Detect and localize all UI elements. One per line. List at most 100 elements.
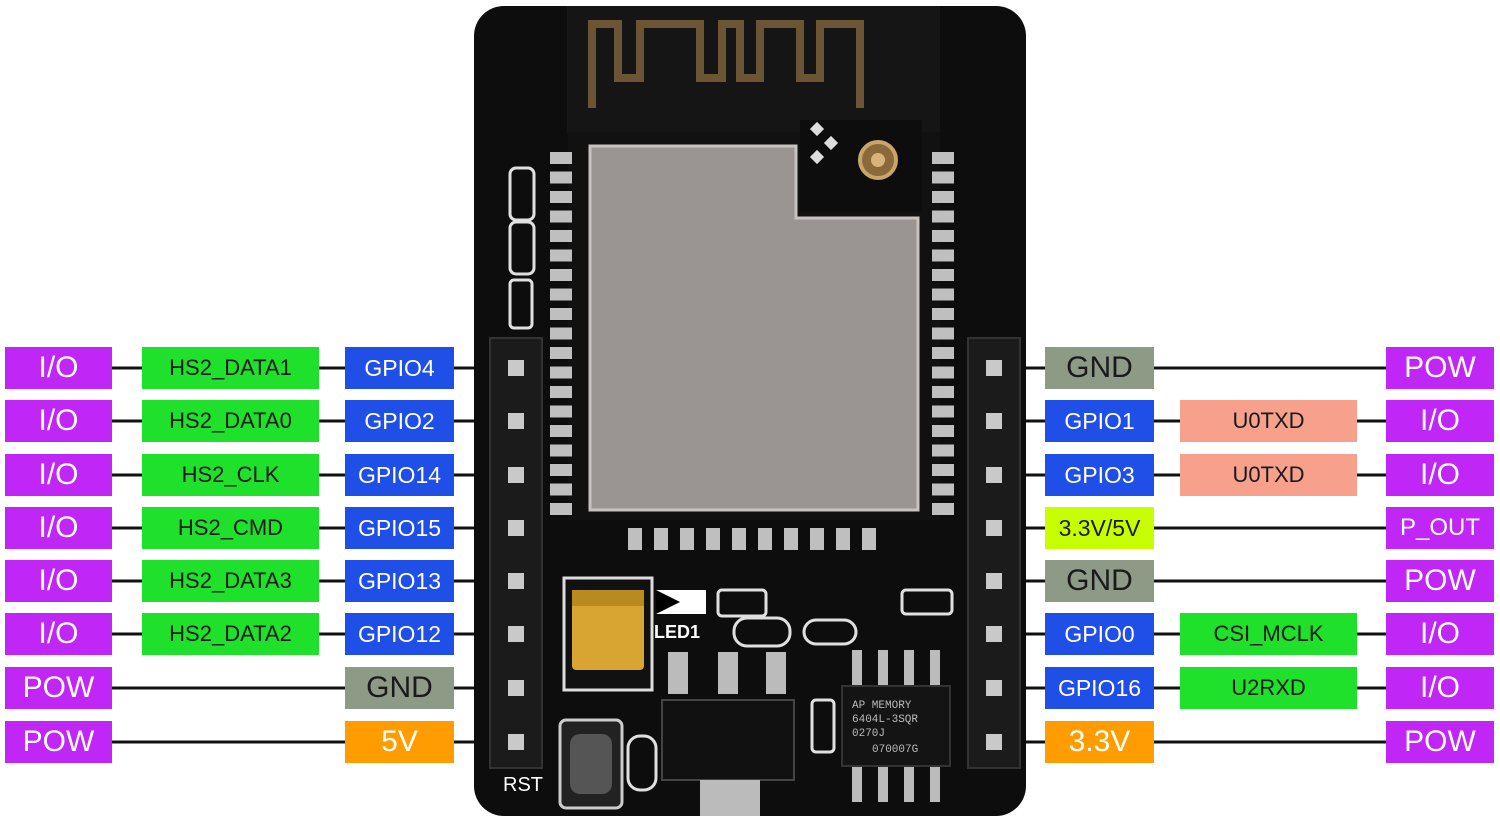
module-pad (932, 503, 954, 515)
psram-text-3: 0270J (852, 728, 885, 740)
module-pad (932, 288, 954, 301)
right-pin-label: GPIO16 (1045, 667, 1154, 709)
module-pad (932, 444, 954, 457)
voltage-regulator (661, 652, 795, 816)
psram-text-4: 070007G (872, 744, 918, 756)
module-pad (932, 191, 954, 203)
right-type-label: I/O (1386, 613, 1494, 655)
module-pad (550, 425, 572, 437)
header-pin (986, 520, 1002, 536)
header-pin (986, 573, 1002, 589)
header-pin (986, 680, 1002, 696)
header-pin (508, 626, 524, 642)
header-pin (508, 360, 524, 376)
module-pad (550, 327, 572, 340)
module-pad (550, 464, 572, 476)
psram-chip: AP MEMORY 6404L-3SQR 0270J 070007G (841, 650, 951, 802)
module-pad (550, 191, 572, 203)
header-pin (508, 520, 524, 536)
right-header (967, 337, 1021, 769)
header-pin (508, 680, 524, 696)
right-pin-label: GPIO3 (1045, 454, 1154, 496)
header-pin (508, 467, 524, 483)
header-pins (508, 360, 1002, 750)
left-function-label: HS2_DATA1 (142, 347, 319, 389)
module-pad (550, 366, 572, 379)
module-pad (932, 210, 954, 223)
left-pin-label: 5V (345, 721, 454, 763)
module-pad (706, 528, 720, 550)
module-pad (550, 288, 572, 301)
header-pin (986, 467, 1002, 483)
module-pad (932, 347, 954, 359)
module-pad (932, 366, 954, 379)
pcb-antenna (567, 6, 940, 134)
right-pin-label: GND (1045, 347, 1154, 389)
smd-components-left (508, 166, 536, 330)
left-pin-label: GPIO4 (345, 347, 454, 389)
left-pin-label: GPIO2 (345, 400, 454, 442)
esp32-module (568, 120, 940, 520)
left-header (489, 337, 543, 769)
left-function-label: HS2_CMD (142, 507, 319, 549)
reset-button[interactable] (558, 718, 624, 810)
led1-label: LED1 (654, 622, 701, 642)
module-pad (550, 210, 572, 223)
right-type-label: P_OUT (1386, 507, 1494, 549)
module-pad (932, 171, 954, 184)
right-function-label: U0TXD (1180, 400, 1357, 442)
left-pin-label: GPIO13 (345, 560, 454, 602)
left-type-label: I/O (5, 613, 112, 655)
header-pin (508, 734, 524, 750)
module-pad (550, 405, 572, 418)
header-pin (508, 573, 524, 589)
left-function-label: HS2_CLK (142, 454, 319, 496)
module-pad (550, 386, 572, 398)
module-pad (932, 425, 954, 437)
left-type-label: I/O (5, 560, 112, 602)
right-pin-label: GPIO0 (1045, 613, 1154, 655)
left-type-label: I/O (5, 454, 112, 496)
header-pin (986, 734, 1002, 750)
left-type-label: I/O (5, 347, 112, 389)
left-pin-label: GND (345, 667, 454, 709)
right-type-label: I/O (1386, 667, 1494, 709)
left-type-label: POW (5, 667, 112, 709)
right-pin-label: GPIO1 (1045, 400, 1154, 442)
left-type-label: POW (5, 721, 112, 763)
header-pin (986, 413, 1002, 429)
module-pad (732, 528, 746, 550)
module-pad (550, 171, 572, 184)
tantalum-capacitor (562, 576, 654, 692)
led1-indicator (656, 590, 706, 614)
left-pin-label: GPIO12 (345, 613, 454, 655)
module-pad (932, 386, 954, 398)
module-pad (680, 528, 694, 550)
left-type-label: I/O (5, 507, 112, 549)
left-function-label: HS2_DATA2 (142, 613, 319, 655)
module-pad (932, 152, 954, 164)
header-pin (986, 626, 1002, 642)
left-function-label: HS2_DATA0 (142, 400, 319, 442)
module-pad (810, 528, 824, 550)
module-pad (932, 405, 954, 418)
module-pad (550, 347, 572, 359)
module-pad (932, 483, 954, 496)
header-pin (986, 360, 1002, 376)
module-pad (550, 483, 572, 496)
module-pad (550, 249, 572, 262)
left-type-label: I/O (5, 400, 112, 442)
module-pad (932, 230, 954, 242)
smd-components-small (626, 588, 954, 792)
right-type-label: POW (1386, 347, 1494, 389)
right-type-label: I/O (1386, 454, 1494, 496)
right-function-label: U0TXD (1180, 454, 1357, 496)
led-diamond (809, 121, 839, 165)
module-pad (932, 269, 954, 281)
module-pad (550, 444, 572, 457)
psram-text-2: 6404L-3SQR (852, 714, 918, 726)
right-function-label: U2RXD (1180, 667, 1357, 709)
module-pad (550, 152, 572, 164)
